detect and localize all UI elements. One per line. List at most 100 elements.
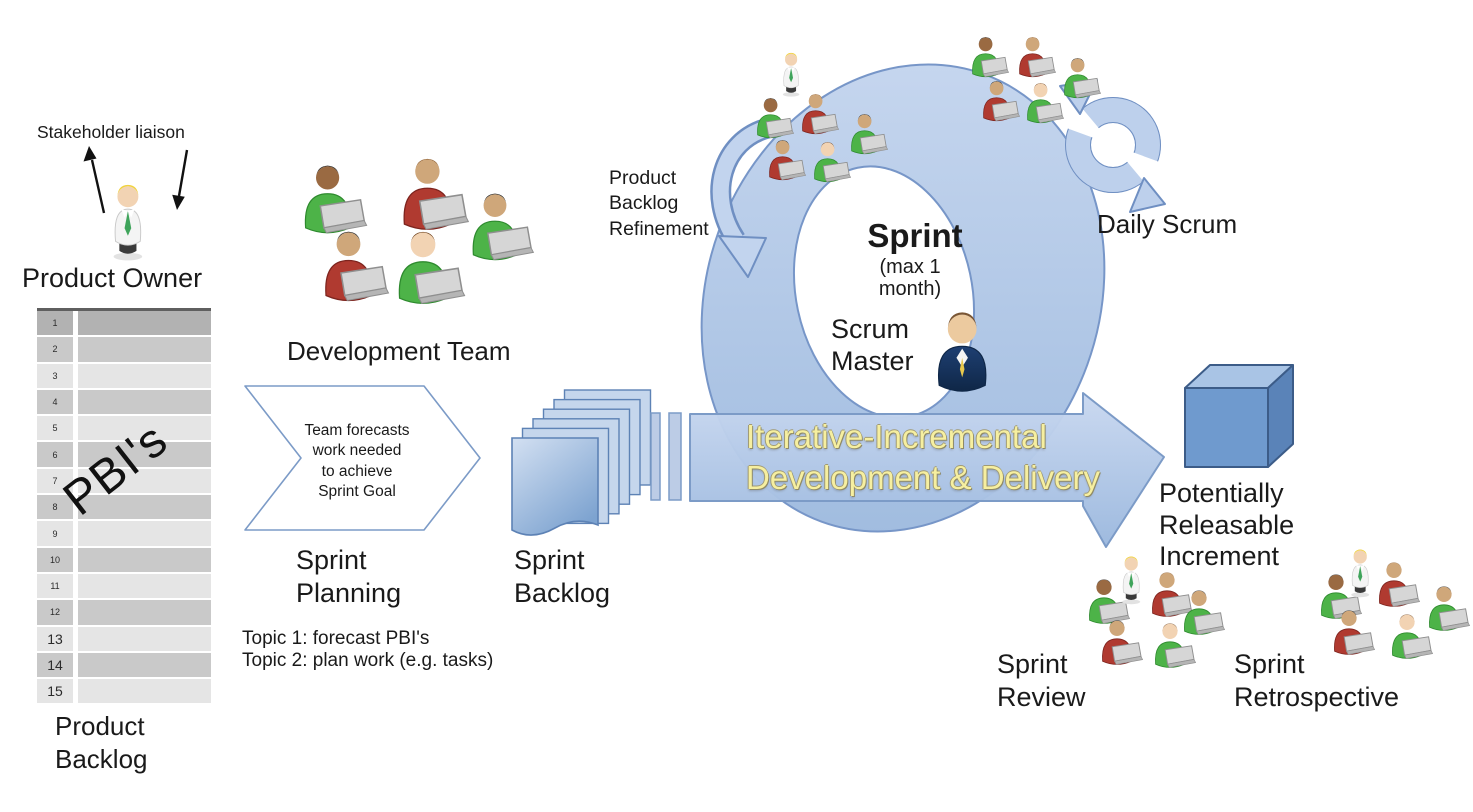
person-icon — [782, 52, 800, 97]
stakeholder-arrow-line — [90, 159, 106, 214]
backlog-row-number: 7 — [37, 468, 73, 494]
person-icon — [1122, 556, 1141, 605]
sprint-planning-chevron — [244, 385, 481, 531]
backlog-row-cell — [78, 468, 211, 494]
product-owner-label: Product Owner — [22, 263, 203, 293]
sprint-duration-label: (max 1 month) — [878, 256, 942, 300]
backlog-row: 11 — [37, 573, 211, 599]
product-backlog-label: Product Backlog — [55, 711, 148, 774]
backlog-row: 7 — [37, 468, 211, 494]
backlog-row-cell — [78, 573, 211, 599]
people-layer — [113, 37, 1471, 668]
backlog-row: 9 — [37, 521, 211, 546]
sprint-planning-note: Team forecasts work needed to achieve Sp… — [304, 422, 410, 501]
person-with-laptop-icon — [1334, 610, 1376, 655]
stakeholder-arrows — [83, 146, 189, 214]
backlog-row-cell — [78, 547, 211, 572]
sprint-backlog-label: Sprint Backlog — [514, 545, 611, 608]
backlog-row-number: 5 — [37, 416, 73, 441]
backlog-row-cell — [78, 626, 211, 651]
person-with-laptop-icon — [972, 37, 1010, 78]
backlog-row: 14 — [37, 652, 211, 678]
person-with-laptop-icon — [398, 231, 466, 305]
backlog-row-number: 1 — [37, 311, 73, 336]
person-with-laptop-icon — [1027, 83, 1065, 124]
sprint-label: Sprint — [867, 217, 963, 254]
person-with-laptop-icon — [802, 94, 840, 135]
backlog-row: 1 — [37, 311, 211, 336]
sprint-planning-label: Sprint Planning — [296, 545, 402, 608]
backlog-row-number: 8 — [37, 495, 73, 520]
backlog-row-number: 12 — [37, 600, 73, 625]
backlog-row: 12 — [37, 600, 211, 625]
scrum-master-icon — [937, 312, 987, 392]
stakeholder-liaison-label: Stakeholder liaison — [37, 122, 185, 142]
iterative-development-arrow — [689, 392, 1165, 548]
backlog-row: 2 — [37, 337, 211, 362]
sprint-review-label: Sprint Review — [997, 649, 1086, 712]
person-with-laptop-icon — [1379, 562, 1421, 607]
backlog-row-number: 6 — [37, 442, 73, 467]
person-with-laptop-icon — [851, 114, 889, 155]
backlog-row-number: 3 — [37, 363, 73, 388]
increment-cube-icon — [1184, 364, 1294, 468]
pause-bars-icon — [650, 412, 682, 501]
person-with-laptop-icon — [1089, 579, 1131, 624]
person-with-laptop-icon — [1429, 586, 1471, 631]
backlog-row-cell — [78, 363, 211, 388]
backlog-row-cell — [78, 311, 211, 336]
scrum-master-label: Scrum Master — [831, 314, 914, 377]
backlog-row-cell — [78, 442, 211, 467]
product-backlog-refinement-label: Product Backlog Refinement — [609, 167, 709, 240]
iterative-incremental-label: Iterative-Incremental Development & Deli… — [746, 418, 1100, 496]
backlog-row-cell — [78, 679, 211, 704]
daily-scrum-label: Daily Scrum — [1097, 209, 1238, 239]
person-with-laptop-icon — [814, 142, 852, 183]
person-icon — [113, 184, 143, 261]
backlog-row-number: 9 — [37, 521, 73, 546]
sprint-retrospective-label: Sprint Retrospective — [1234, 649, 1400, 712]
person-with-laptop-icon — [1152, 572, 1194, 617]
backlog-row: 10 — [37, 547, 211, 572]
backlog-row-cell — [78, 389, 211, 415]
backlog-row-number: 15 — [37, 679, 73, 704]
person-with-laptop-icon — [403, 158, 470, 230]
backlog-row-number: 13 — [37, 626, 73, 651]
backlog-row-cell — [78, 495, 211, 520]
topic1-label: Topic 1: forecast PBI's — [242, 628, 430, 649]
stakeholder-arrowhead-down-icon — [172, 194, 185, 210]
person-with-laptop-icon — [983, 81, 1021, 122]
person-with-laptop-icon — [1155, 623, 1197, 668]
person-with-laptop-icon — [1392, 614, 1434, 659]
stakeholder-arrow-line — [177, 149, 189, 197]
person-with-laptop-icon — [1019, 37, 1057, 78]
backlog-row: 4 — [37, 389, 211, 415]
backlog-row-number: 2 — [37, 337, 73, 362]
stakeholder-arrowhead-up-icon — [83, 146, 97, 162]
backlog-row: 6 — [37, 442, 211, 467]
backlog-row-cell — [78, 416, 211, 441]
person-with-laptop-icon — [1184, 590, 1226, 635]
person-with-laptop-icon — [325, 231, 390, 302]
backlog-row-cell — [78, 521, 211, 546]
backlog-row-number: 10 — [37, 547, 73, 572]
backlog-row-cell — [78, 600, 211, 625]
backlog-row: 15 — [37, 679, 211, 704]
person-with-laptop-icon — [304, 165, 368, 234]
development-team-label: Development Team — [287, 336, 511, 366]
backlog-row: 5 — [37, 416, 211, 441]
person-with-laptop-icon — [472, 193, 535, 261]
backlog-row-number: 14 — [37, 652, 73, 678]
person-icon — [1351, 549, 1370, 598]
backlog-row-cell — [78, 337, 211, 362]
backlog-row-cell — [78, 652, 211, 678]
person-with-laptop-icon — [1102, 620, 1144, 665]
backlog-row-number: 4 — [37, 389, 73, 415]
person-with-laptop-icon — [757, 98, 795, 139]
refinement-arrow-icon — [710, 117, 772, 278]
backlog-row-number: 11 — [37, 573, 73, 599]
person-with-laptop-icon — [1064, 58, 1102, 99]
